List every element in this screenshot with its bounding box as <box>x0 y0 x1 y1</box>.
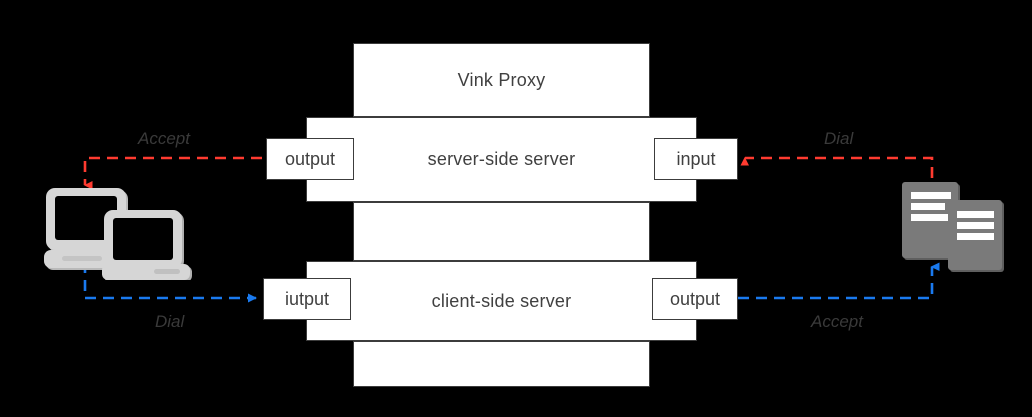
flow-accept-right <box>738 262 940 300</box>
monitor-front-icon <box>102 210 192 282</box>
flow-dial-left <box>83 262 257 303</box>
remote-servers-icon <box>898 178 1006 274</box>
server-side-server-box: server-side server <box>306 117 697 202</box>
edge-label-dial-bottom-left: Dial <box>155 312 185 331</box>
vink-proxy-spacer-bottom <box>353 341 650 387</box>
vink-proxy-spacer-middle <box>353 202 650 261</box>
flow-accept-left <box>83 156 262 190</box>
port-server-input-label: input <box>676 148 716 169</box>
server-doc-back-icon <box>902 182 960 260</box>
flow-dial-right <box>740 156 934 196</box>
vink-proxy-header-box: Vink Proxy <box>353 43 650 117</box>
vink-proxy-title: Vink Proxy <box>457 69 546 90</box>
client-side-server-box: client-side server <box>306 261 697 341</box>
client-computers-icon <box>42 182 192 282</box>
port-server-output[interactable]: output <box>266 138 354 180</box>
client-side-server-label: client-side server <box>431 290 572 311</box>
edge-label-dial-top-right: Dial <box>824 129 854 148</box>
port-client-input-label: iutput <box>284 288 330 309</box>
server-doc-front-icon <box>948 200 1004 272</box>
port-client-input[interactable]: iutput <box>263 278 351 320</box>
edge-label-accept-bottom-right: Accept <box>811 312 863 331</box>
port-server-input[interactable]: input <box>654 138 738 180</box>
port-client-output-label: output <box>669 288 721 309</box>
edge-label-accept-top-left: Accept <box>138 129 190 148</box>
server-side-server-label: server-side server <box>427 149 576 169</box>
port-server-output-label: output <box>284 148 336 169</box>
port-client-output[interactable]: output <box>652 278 738 320</box>
